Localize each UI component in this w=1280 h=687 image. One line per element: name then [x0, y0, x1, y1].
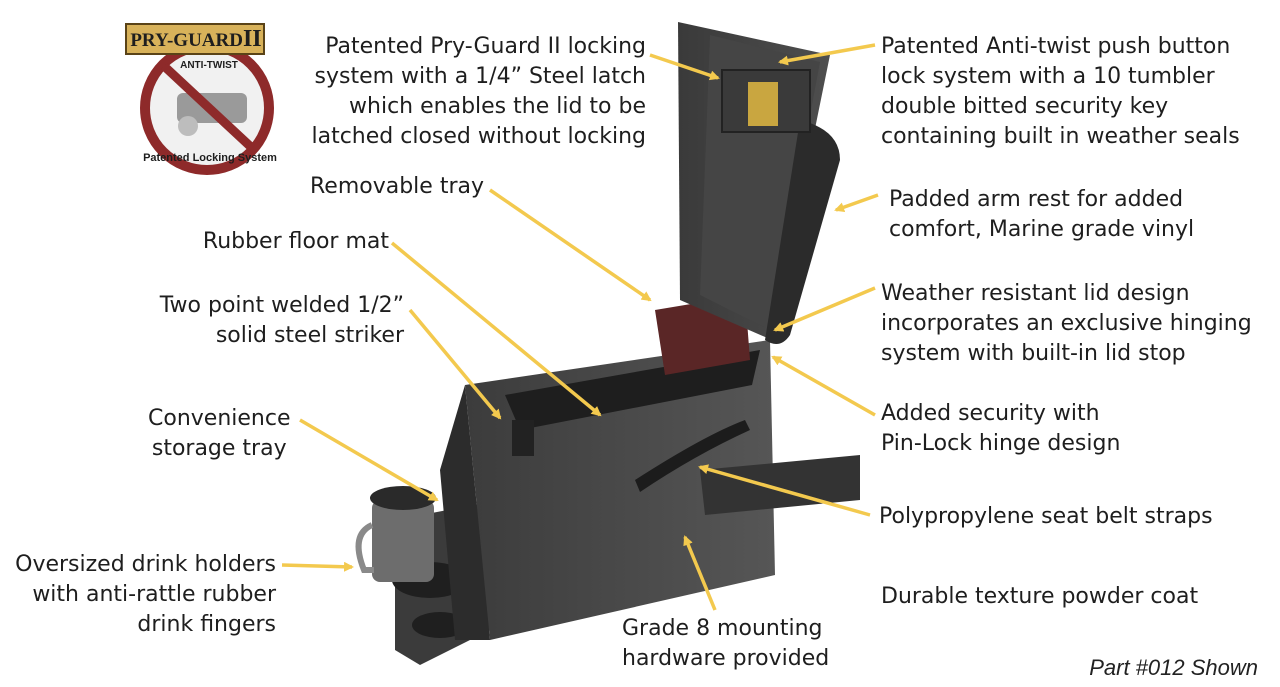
arrow-storage-tray: [299, 418, 439, 502]
console-body: [440, 295, 860, 640]
arrow-removable-tray: [489, 188, 652, 302]
arrow-arm-rest: [834, 193, 879, 213]
badge-brand: PRY-GUARD: [130, 30, 243, 51]
callout-removable-tray: Removable tray: [309, 174, 484, 199]
callout-seat-belt: Polypropylene seat belt straps: [879, 504, 1213, 529]
pry-guard-badge: PRY-GUARDII ANTI-TWIST Patented Locking …: [122, 18, 292, 178]
arrow-seat-belt: [698, 464, 871, 517]
callout-floor-mat: Rubber floor mat: [202, 229, 389, 254]
callout-arrows: [281, 43, 879, 611]
arrow-mounting-hardware: [683, 535, 717, 611]
part-number-note: Part #012 Shown: [1089, 655, 1258, 680]
badge-ring-top: ANTI-TWIST: [180, 60, 238, 71]
arrow-pin-lock: [771, 355, 876, 417]
arrow-drink-holders: [281, 561, 354, 572]
badge-ring-bottom: Patented Locking System: [143, 152, 277, 164]
callout-powder-coat: Durable texture powder coat: [881, 584, 1199, 609]
console-lid: [678, 22, 840, 344]
arrow-anti-twist: [778, 43, 876, 66]
badge-brand-suffix: II: [242, 26, 262, 52]
arrow-pry-guard: [649, 53, 720, 81]
travel-mug: [355, 486, 436, 582]
arrow-striker: [408, 308, 502, 420]
callout-striker: Two point welded 1/2”solid steel striker: [159, 293, 404, 348]
arrow-floor-mat: [390, 241, 602, 417]
pry-guard-logo-icon: [125, 23, 274, 175]
arrow-lid-design: [773, 286, 876, 332]
